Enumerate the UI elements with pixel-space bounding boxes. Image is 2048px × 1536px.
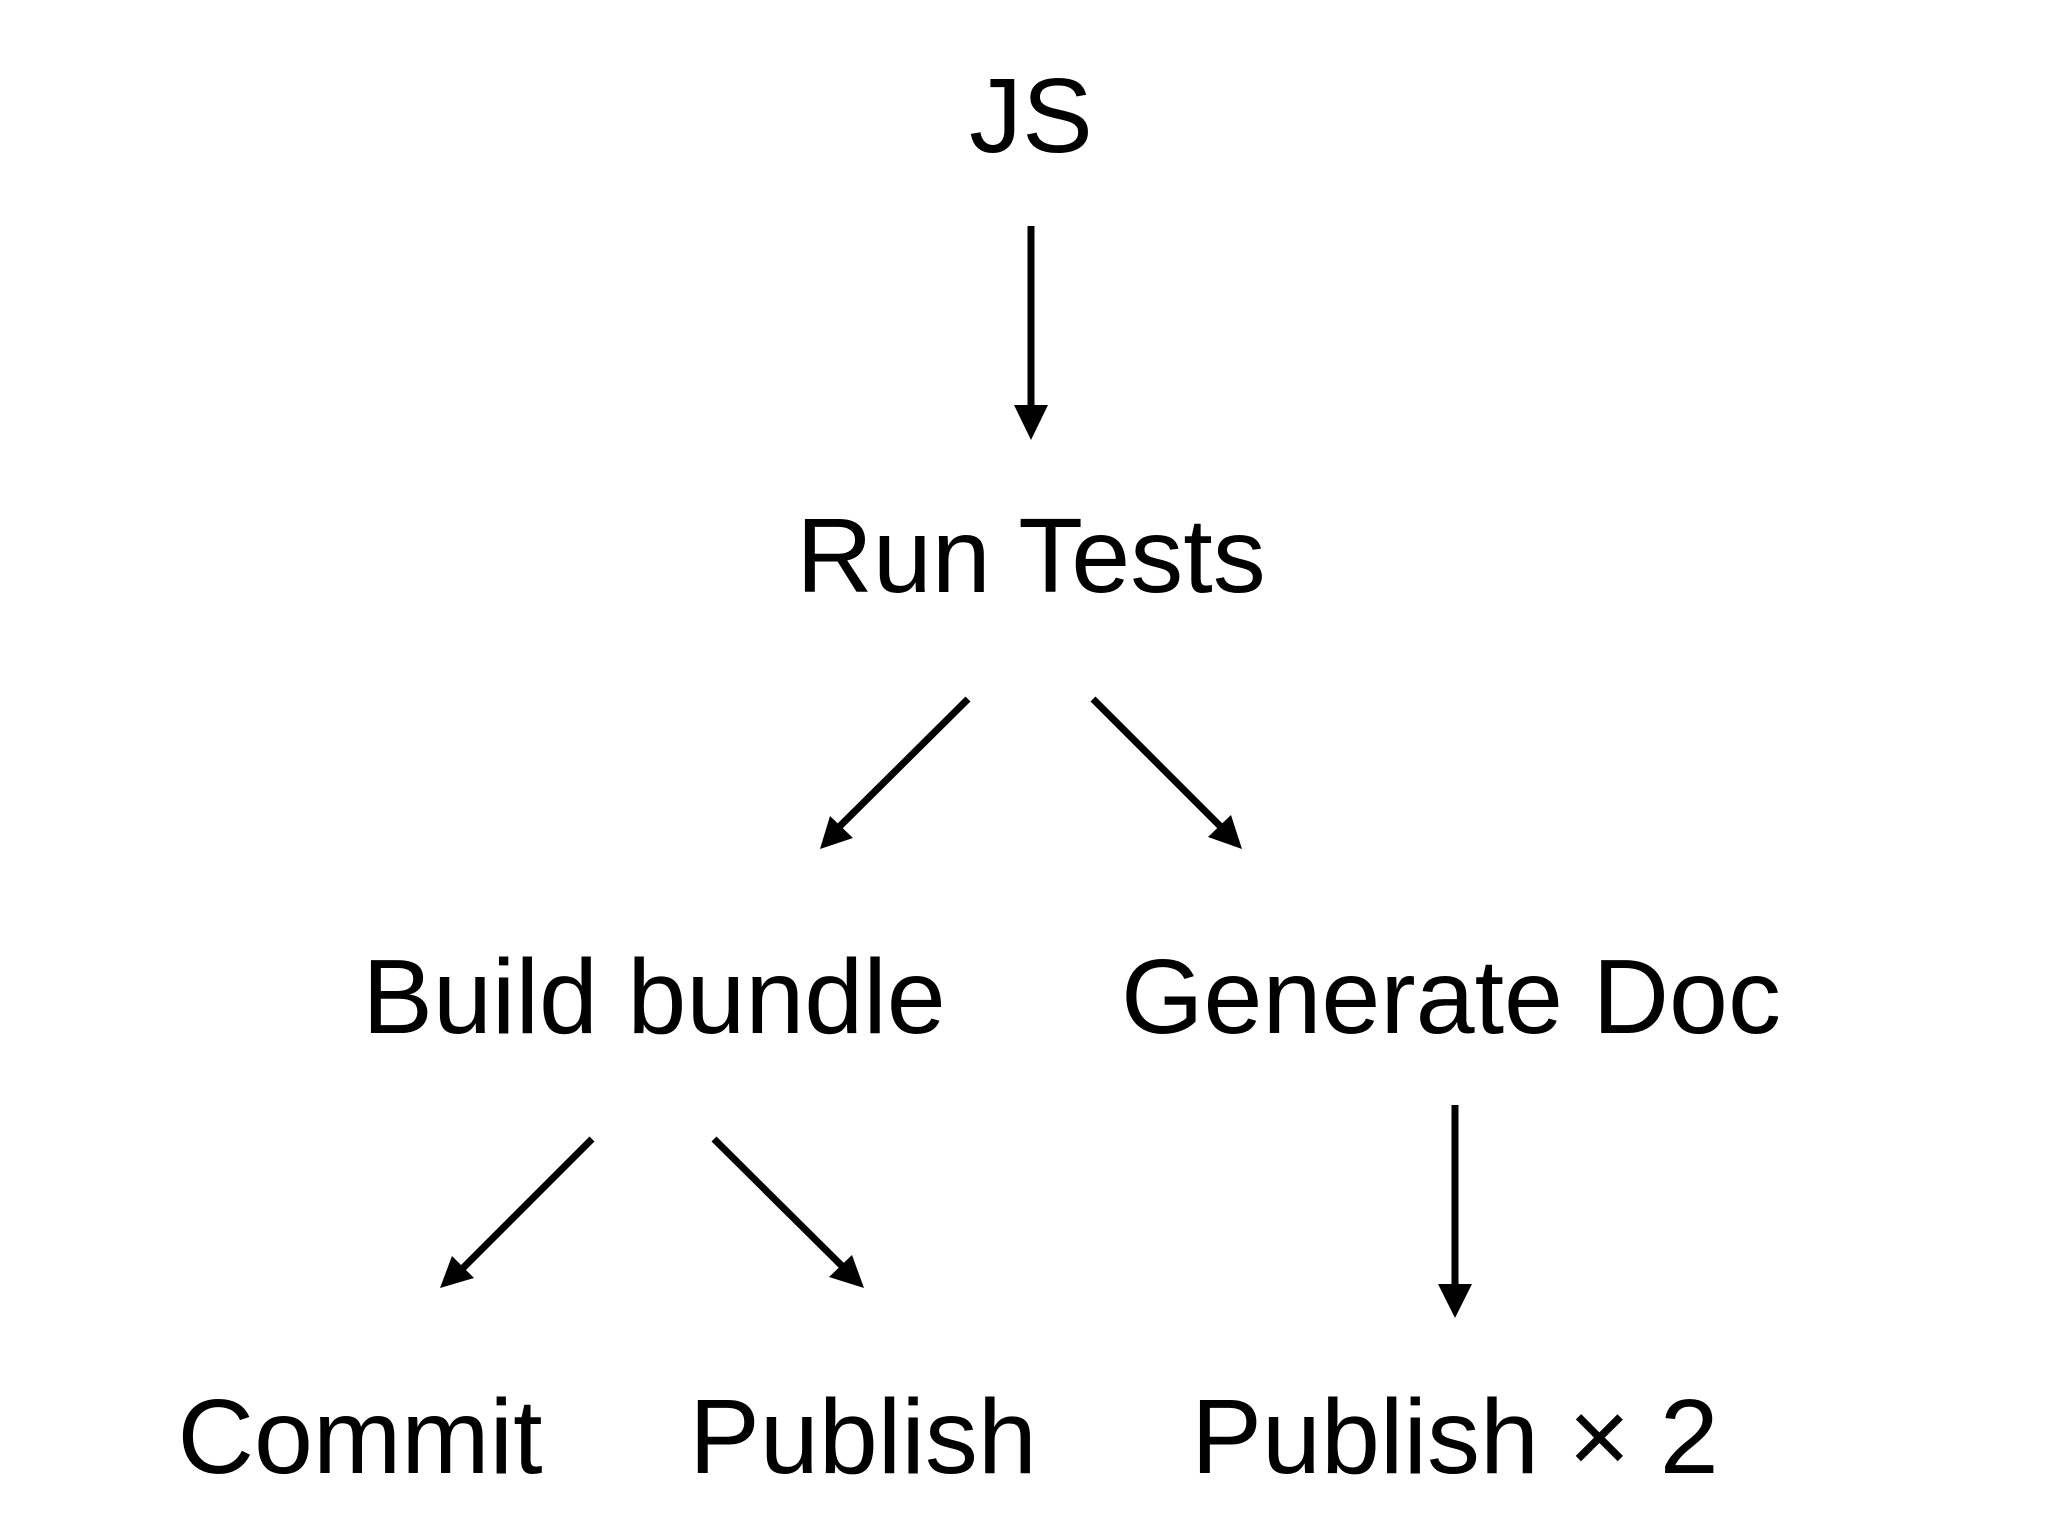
arrow-js-to-run-tests (1014, 226, 1048, 440)
node-commit: Commit (177, 1378, 543, 1496)
arrow-run-tests-to-generate-doc (1090, 696, 1242, 849)
arrow-run-tests-to-build-bundle (820, 696, 971, 849)
node-generate-doc: Generate Doc (1121, 938, 1781, 1056)
node-js: JS (969, 57, 1093, 175)
node-publish-x2: Publish × 2 (1191, 1378, 1719, 1496)
arrow-generate-doc-to-publish-2 (1438, 1105, 1472, 1318)
arrow-build-bundle-to-publish (711, 1136, 864, 1288)
node-run-tests: Run Tests (796, 497, 1266, 615)
node-build-bundle: Build bundle (362, 938, 946, 1056)
node-publish: Publish (689, 1378, 1037, 1496)
arrow-build-bundle-to-commit (440, 1136, 595, 1288)
